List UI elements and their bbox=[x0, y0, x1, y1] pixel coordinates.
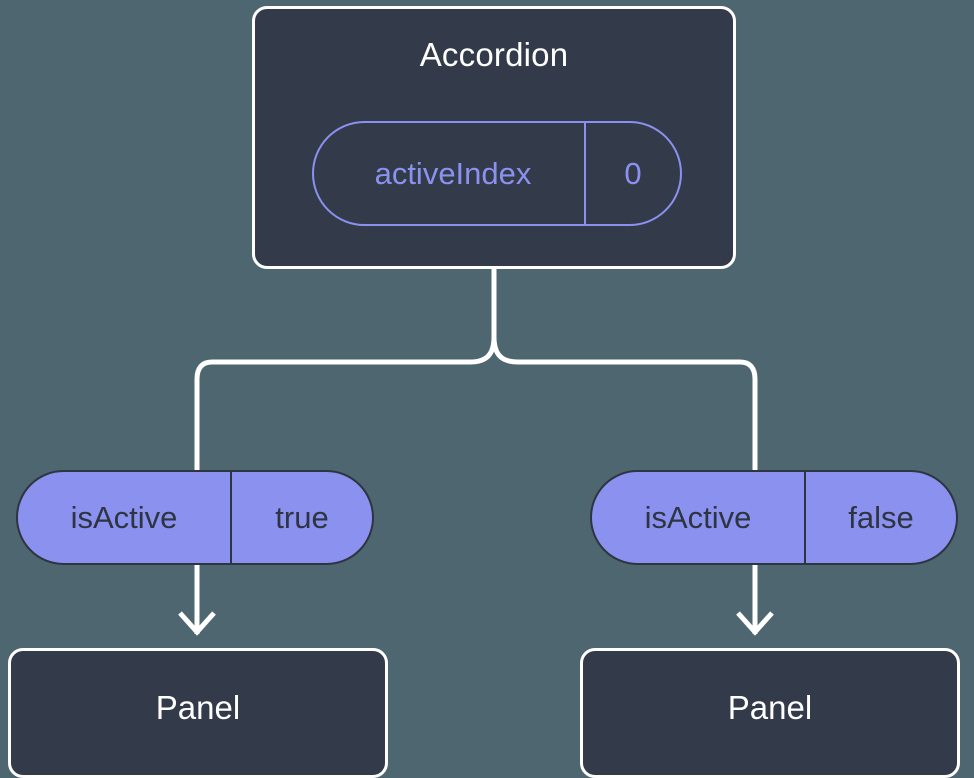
prop-pill-isactive-false-key: isActive bbox=[592, 472, 806, 563]
node-accordion[interactable]: Accordion activeIndex 0 bbox=[252, 6, 736, 269]
node-accordion-title: Accordion bbox=[419, 36, 569, 73]
connector-fork-right bbox=[491, 336, 758, 470]
node-panel-left[interactable]: Panel bbox=[8, 648, 388, 778]
prop-pill-isactive-true[interactable]: isActive true bbox=[16, 470, 374, 565]
connector-fork-left bbox=[194, 336, 497, 470]
prop-pill-isactive-true-value: true bbox=[275, 499, 329, 535]
prop-pill-isactive-true-key: isActive bbox=[18, 472, 232, 563]
prop-pill-isactive-false-value: false bbox=[848, 499, 914, 535]
arrow-right-head bbox=[736, 611, 774, 636]
prop-pill-activeindex[interactable]: activeIndex 0 bbox=[312, 121, 682, 226]
arrow-left-head bbox=[178, 611, 216, 636]
node-panel-right[interactable]: Panel bbox=[580, 648, 960, 778]
prop-pill-activeindex-value: 0 bbox=[624, 155, 642, 191]
prop-pill-isactive-false[interactable]: isActive false bbox=[590, 470, 958, 565]
node-panel-left-title: Panel bbox=[155, 689, 241, 726]
node-panel-right-title: Panel bbox=[727, 689, 813, 726]
prop-pill-activeindex-key: activeIndex bbox=[314, 123, 586, 224]
